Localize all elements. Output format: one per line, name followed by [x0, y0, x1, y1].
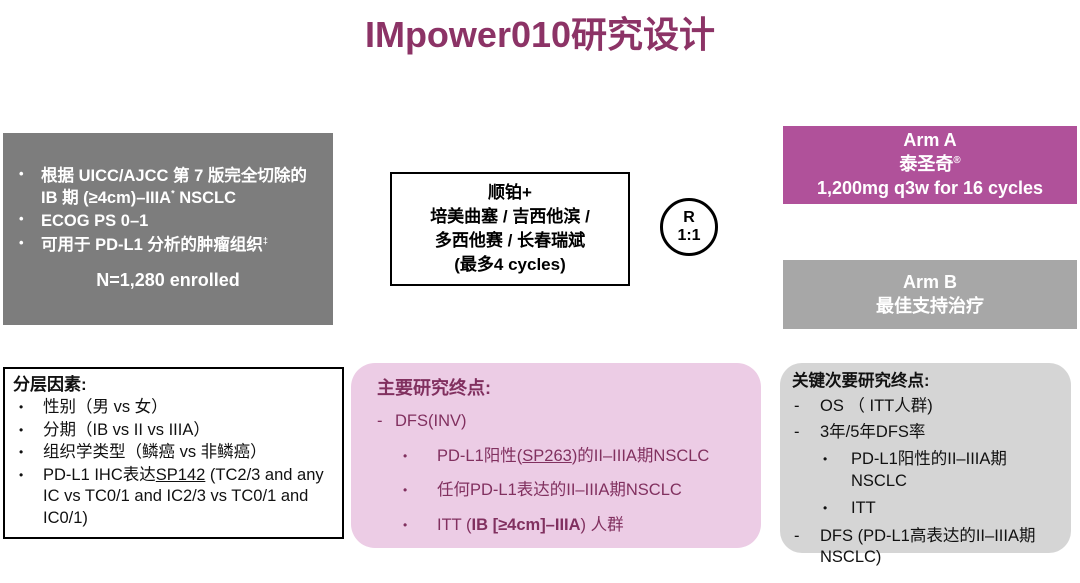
secondary-endpoints-box: 关键次要研究终点: - OS （ ITT人群) - 3年/5年DFS率 • PD…: [780, 363, 1071, 566]
eligibility-bullet-3-text: 可用于 PD-L1 分析的肿瘤组织‡: [41, 235, 268, 254]
primary-endpoint-dfs-text: DFS(INV): [395, 412, 467, 431]
primary-subgroup-1: • PD-L1阳性(SP263)的II–IIIA期NSCLC: [403, 446, 735, 468]
arm-b-treatment: 最佳支持治疗: [876, 295, 984, 316]
stratification-bullet-4: • PD-L1 IHC表达SP142 (TC2/3 and any IC vs …: [13, 465, 334, 529]
randomization-ratio: 1:1: [677, 227, 701, 244]
arm-b-name: Arm B: [902, 271, 957, 292]
secondary-endpoint-dfs-rate-text: 3年/5年DFS率: [820, 422, 926, 441]
stratification-bullet-3: • 组织学类型（鳞癌 vs 非鳞癌）: [13, 442, 334, 464]
bullet-marker: •: [19, 234, 24, 250]
eligibility-box: • 根据 UICC/AJCC 第 7 版完全切除的 IB 期 (≥4cm)–II…: [3, 133, 333, 325]
secondary-endpoint-os: - OS （ ITT人群): [792, 396, 1059, 417]
eligibility-bullet-3: • 可用于 PD-L1 分析的肿瘤组织‡: [15, 235, 321, 256]
secondary-subgroup-1: • PD-L1阳性的II–IIIA期NSCLC: [823, 449, 1059, 492]
bullet-marker: •: [19, 467, 24, 482]
bullet-marker: •: [823, 501, 828, 516]
secondary-endpoint-os-text: OS （ ITT人群): [820, 397, 933, 416]
secondary-endpoint-dfs-high: - DFS (PD-L1高表达的II–IIIA期NSCLC): [792, 526, 1059, 569]
secondary-subgroup-2-text: ITT: [851, 499, 876, 518]
chemo-line-3: 多西他赛 / 长春瑞斌: [434, 231, 586, 250]
bullet-marker: •: [19, 166, 24, 182]
arm-a-box: Arm A 泰圣奇® 1,200mg q3w for 16 cycles: [783, 126, 1077, 204]
stratification-title: 分层因素:: [13, 375, 87, 394]
chemo-line-1: 顺铂+: [488, 182, 532, 202]
secondary-endpoint-dfs-rate: - 3年/5年DFS率: [792, 422, 1059, 443]
primary-subgroup-2: • 任何PD-L1表达的II–IIIA期NSCLC: [403, 480, 735, 502]
bullet-marker: •: [823, 452, 828, 467]
primary-endpoints-box: 主要研究终点: - DFS(INV) • PD-L1阳性(SP263)的II–I…: [351, 363, 761, 548]
eligibility-bullet-2: • ECOG PS 0–1: [15, 211, 321, 232]
arm-b-box: Arm B 最佳支持治疗: [783, 260, 1077, 329]
stratification-bullet-2-text: 分期（IB vs II vs IIIA）: [43, 420, 210, 439]
eligibility-bullet-1: • 根据 UICC/AJCC 第 7 版完全切除的 IB 期 (≥4cm)–II…: [15, 166, 321, 209]
primary-endpoints-title: 主要研究终点:: [377, 378, 491, 398]
stratification-bullet-2: • 分期（IB vs II vs IIIA）: [13, 420, 334, 442]
eligibility-bullet-1-text: 根据 UICC/AJCC 第 7 版完全切除的 IB 期 (≥4cm)–IIIA…: [41, 167, 307, 207]
dash-marker: -: [377, 412, 383, 431]
secondary-subgroup-2: • ITT: [823, 498, 1059, 520]
bullet-marker: •: [403, 448, 408, 463]
secondary-endpoint-dfs-high-text: DFS (PD-L1高表达的II–IIIA期NSCLC): [820, 526, 1036, 567]
stratification-bullet-4-text: PD-L1 IHC表达SP142 (TC2/3 and any IC vs TC…: [43, 465, 324, 527]
randomization-letter: R: [683, 208, 695, 226]
stratification-bullet-3-text: 组织学类型（鳞癌 vs 非鳞癌）: [43, 443, 267, 462]
arm-a-dose: 1,200mg q3w for 16 cycles: [816, 177, 1044, 198]
stratification-bullet-1: • 性别（男 vs 女）: [13, 397, 334, 419]
bullet-marker: •: [403, 483, 408, 498]
stratification-box: 分层因素: • 性别（男 vs 女） • 分期（IB vs II vs IIIA…: [3, 367, 344, 539]
primary-subgroup-1-text: PD-L1阳性(SP263)的II–IIIA期NSCLC: [437, 446, 710, 465]
primary-subgroup-3: • ITT (IB [≥4cm]–IIIA) 人群: [403, 515, 735, 537]
primary-subgroup-2-text: 任何PD-L1表达的II–IIIA期NSCLC: [437, 481, 682, 500]
bullet-marker: •: [403, 518, 408, 533]
primary-subgroup-3-text: ITT (IB [≥4cm]–IIIA) 人群: [437, 516, 624, 535]
bullet-marker: •: [19, 445, 24, 460]
randomization-circle: R 1:1: [660, 198, 718, 256]
bullet-marker: •: [19, 400, 24, 415]
stratification-bullet-1-text: 性别（男 vs 女）: [43, 398, 168, 417]
arm-a-name: Arm A: [903, 130, 957, 151]
bullet-marker: •: [19, 211, 24, 227]
dash-marker: -: [794, 422, 800, 441]
eligibility-bullet-2-text: ECOG PS 0–1: [41, 212, 149, 231]
secondary-endpoints-title: 关键次要研究终点:: [792, 372, 930, 390]
secondary-subgroup-1-text: PD-L1阳性的II–IIIA期NSCLC: [851, 450, 1007, 490]
primary-endpoint-dfs: - DFS(INV): [377, 411, 735, 432]
chemo-regimen-box: 顺铂+ 培美曲塞 / 吉西他滨 / 多西他赛 / 长春瑞斌 (最多4 cycle…: [390, 172, 630, 286]
arm-a-drug: 泰圣奇®: [899, 154, 961, 175]
dash-marker: -: [794, 397, 800, 416]
chemo-line-4: (最多4 cycles): [454, 255, 566, 275]
enrolled-count: N=1,280 enrolled: [96, 270, 240, 291]
dash-marker: -: [794, 526, 800, 545]
page-title: IMpower010研究设计: [364, 14, 716, 55]
chemo-line-2: 培美曲塞 / 吉西他滨 /: [430, 206, 590, 226]
bullet-marker: •: [19, 422, 24, 437]
